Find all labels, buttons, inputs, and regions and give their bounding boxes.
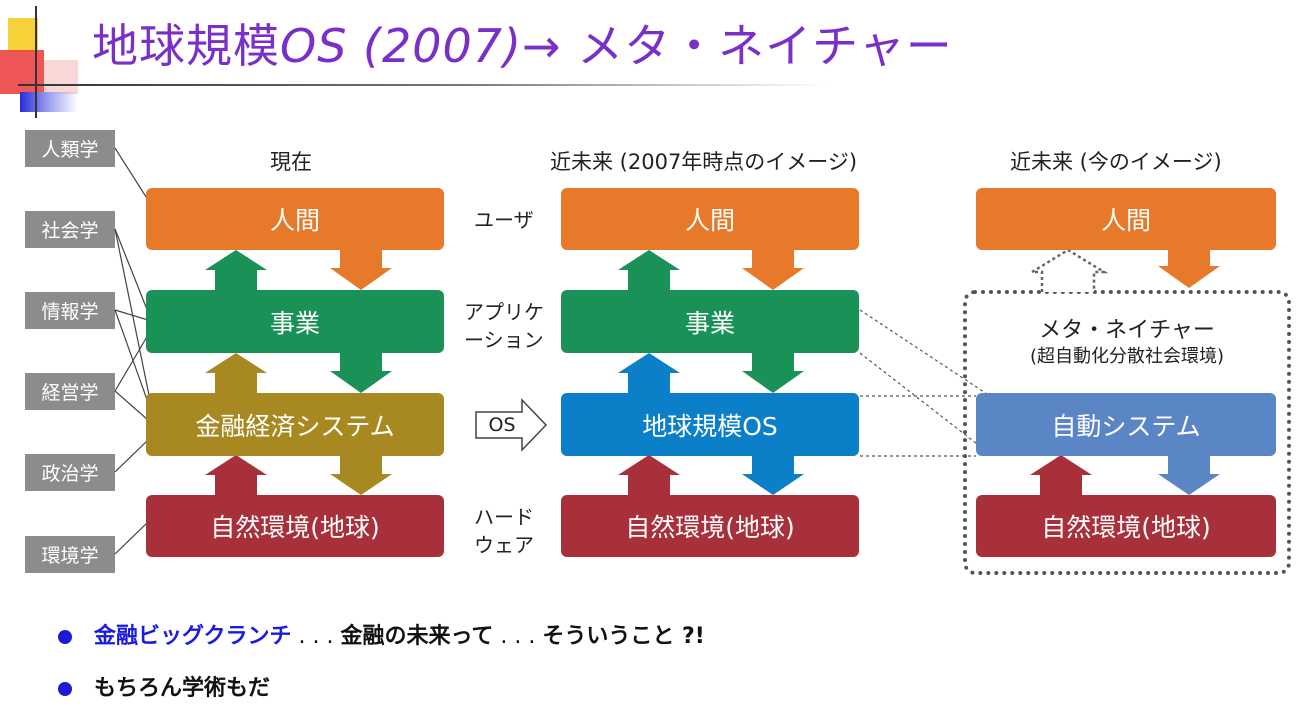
- tag-informatics: 情報学: [25, 292, 115, 329]
- header-near-2007: 近未来 (2007年時点のイメージ): [550, 150, 858, 174]
- meta-nature-subtitle: (超自動化分散社会環境): [1029, 346, 1225, 367]
- box-nature-present: 自然環境(地球): [146, 495, 444, 557]
- slide-title: 地球規模OS (2007)→ メタ・ネイチャー: [92, 19, 953, 73]
- box-human-present: 人間: [146, 188, 444, 250]
- header-near-now: 近未来 (今のイメージ): [1010, 150, 1222, 174]
- corner-decoration: [0, 0, 90, 120]
- tag-anthropology: 人類学: [25, 130, 115, 167]
- tag-sociology: 社会学: [25, 211, 115, 248]
- box-nature-2007: 自然環境(地球): [561, 495, 859, 557]
- layer-hardware-label: ハードウェア: [474, 505, 534, 557]
- tag-management: 経営学: [25, 373, 115, 410]
- box-business-2007: 事業: [561, 290, 859, 353]
- title-underline: [18, 84, 828, 86]
- meta-nature-frame: [963, 290, 1291, 575]
- os-arrow-label: OS: [488, 414, 516, 436]
- box-business-present: 事業: [146, 290, 444, 353]
- box-global-os: 地球規模OS: [561, 393, 859, 456]
- tag-environment: 環境学: [25, 536, 115, 573]
- header-present: 現在: [270, 150, 312, 174]
- bullet-dot: [58, 682, 72, 696]
- finance-big-crunch-link[interactable]: 金融ビッグクランチ: [94, 624, 292, 649]
- bullet-academia: もちろん学術もだ: [58, 670, 270, 702]
- box-nature-now: 自然環境(地球): [976, 495, 1276, 557]
- meta-nature-title: メタ・ネイチャー: [1039, 318, 1215, 343]
- bullet-finance-crunch: 金融ビッグクランチ . . . 金融の未来って . . . そういうこと ?!: [58, 618, 705, 650]
- box-human-2007: 人間: [561, 188, 859, 250]
- tag-politics: 政治学: [25, 454, 115, 491]
- box-finance-present: 金融経済システム: [146, 393, 444, 456]
- bullet-dot: [58, 630, 72, 644]
- box-human-now: 人間: [976, 188, 1276, 250]
- layer-user-label: ユーザ: [474, 208, 534, 232]
- box-auto-system: 自動システム: [976, 393, 1276, 456]
- layer-application-label: アプリケーション: [464, 300, 544, 352]
